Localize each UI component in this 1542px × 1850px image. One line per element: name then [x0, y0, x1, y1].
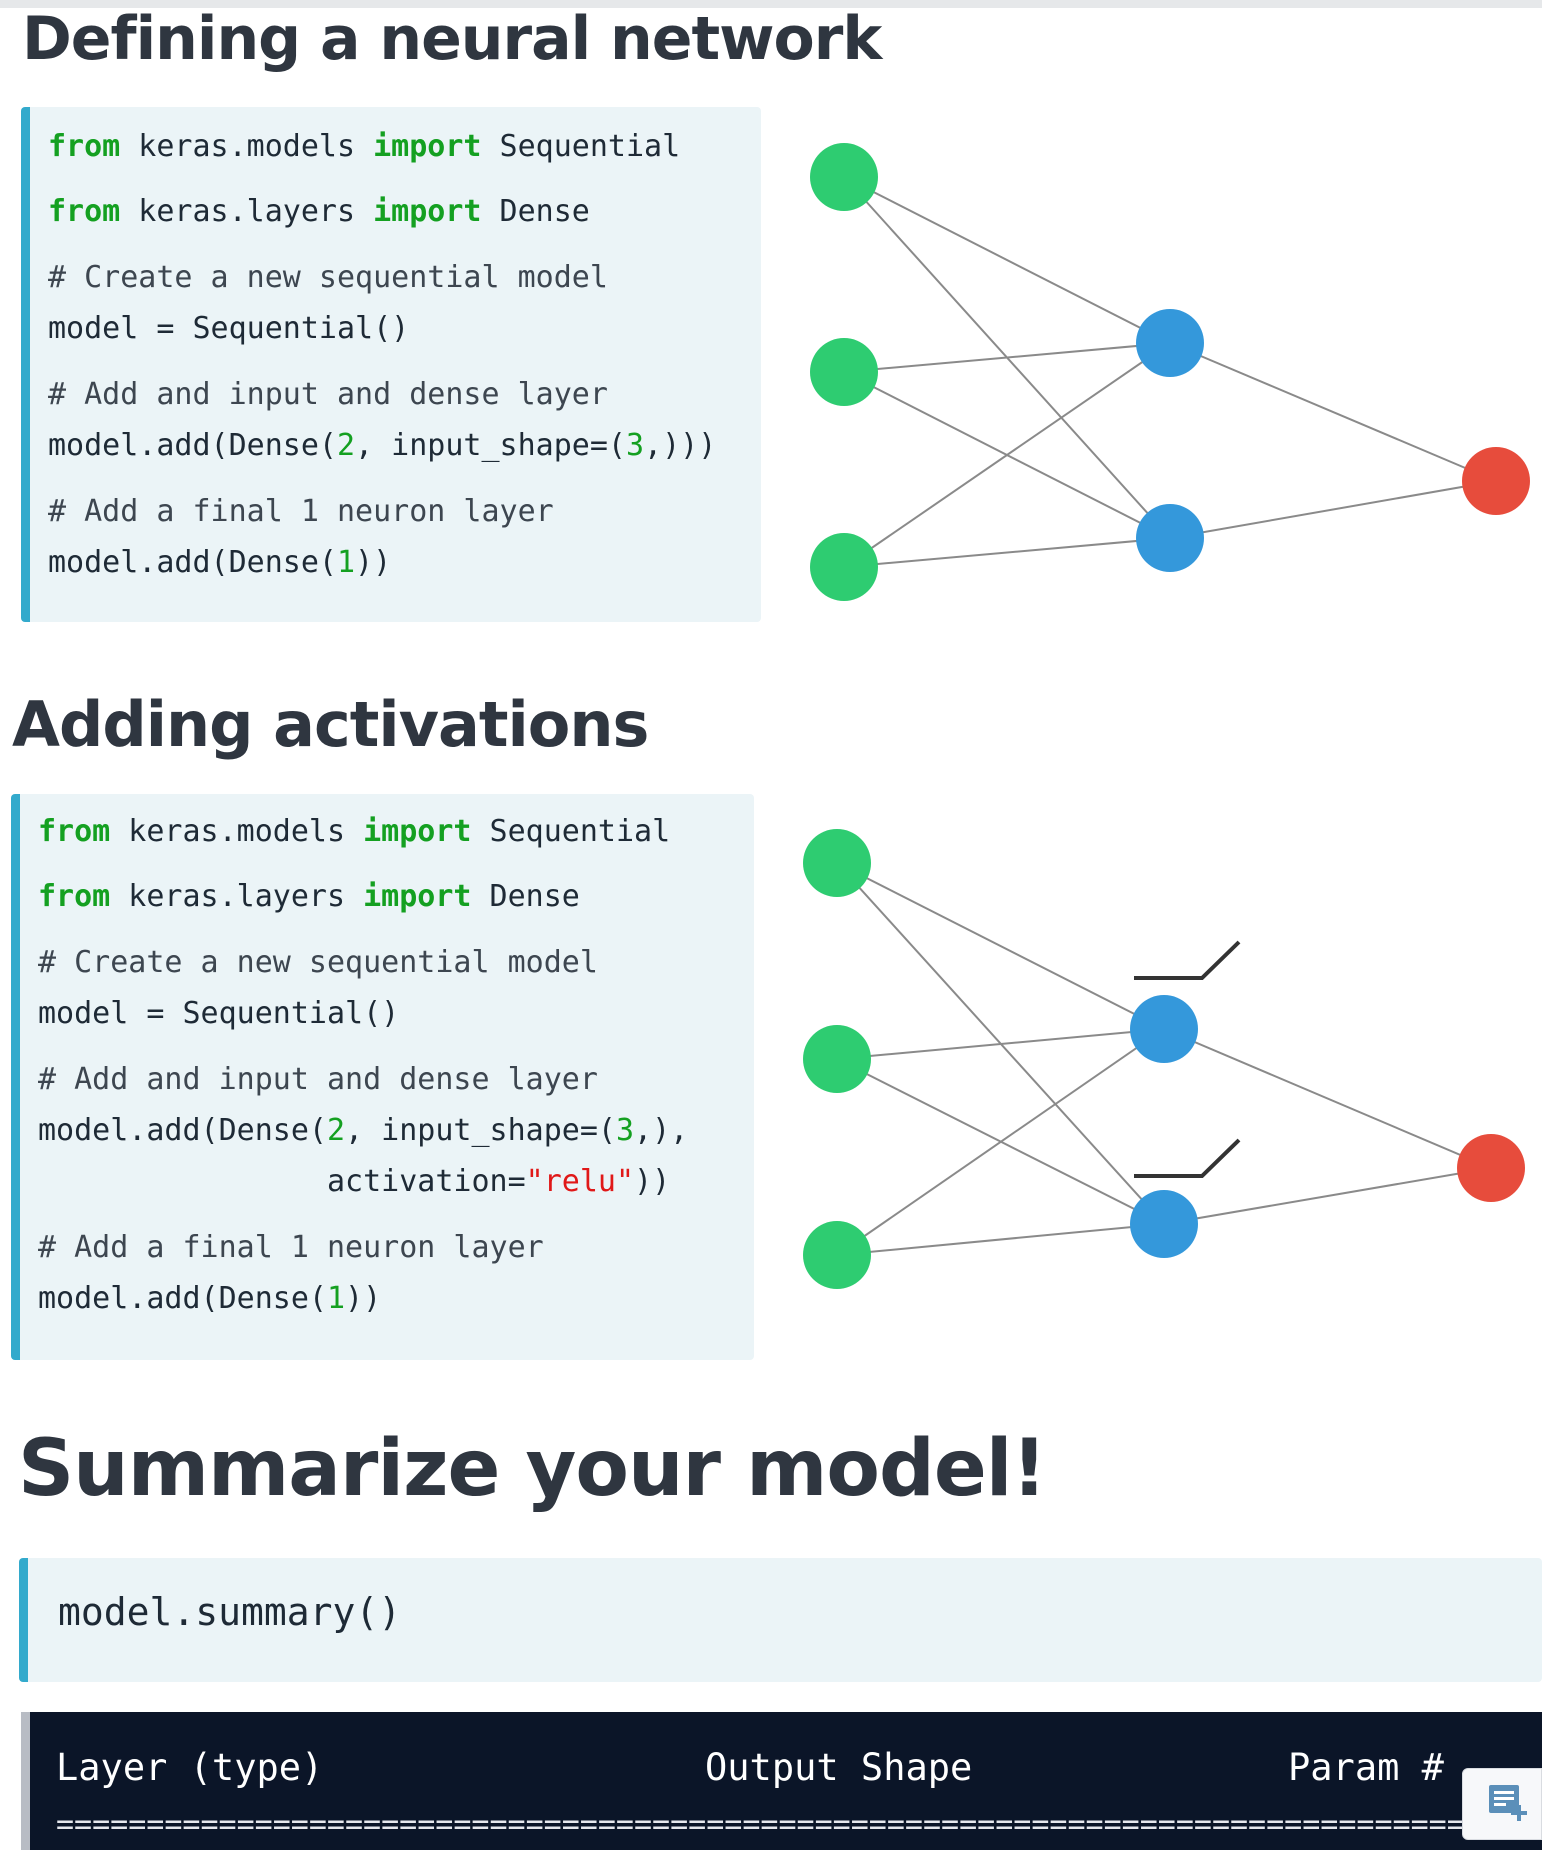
network-edges: [836, 862, 1492, 1256]
code-text: keras.layers: [110, 879, 364, 914]
code-text: activation=: [38, 1164, 526, 1199]
input-neuron: [810, 143, 878, 211]
code-line: from keras.layers import Dense: [38, 879, 580, 915]
code-text: , input_shape=(: [345, 1113, 616, 1148]
code-text: Dense: [471, 879, 580, 914]
edge: [836, 1028, 1165, 1060]
input-neuron: [810, 338, 878, 406]
code-number: 1: [326, 1281, 346, 1316]
edge: [843, 342, 1171, 568]
output-neuron: [1462, 447, 1530, 515]
code-keyword: import: [373, 194, 482, 229]
code-line: from keras.models import Sequential: [48, 129, 680, 165]
input-neuron: [803, 1221, 871, 1289]
code-line: activation="relu")): [38, 1164, 670, 1200]
code-text: keras.models: [120, 129, 374, 164]
code-number: 1: [336, 545, 356, 580]
code-text: model.add(Dense(: [48, 428, 337, 463]
code-block-activations: from keras.models import Sequential from…: [11, 794, 754, 1360]
code-line: from keras.models import Sequential: [38, 814, 670, 850]
code-number: 2: [336, 428, 356, 463]
edge: [836, 862, 1165, 1030]
code-number: 3: [625, 428, 645, 463]
code-line: model = Sequential(): [48, 311, 410, 346]
code-block-summary: model.summary(): [19, 1558, 1542, 1682]
code-line: model.add(Dense(2, input_shape=(3,))): [48, 428, 716, 464]
neural-network-diagram: [810, 143, 1530, 601]
section-title-adding-activations: Adding activations: [12, 688, 649, 761]
code-line: model.add(Dense(1)): [48, 545, 391, 581]
column-header-layer-type: Layer (type): [56, 1746, 324, 1789]
code-text: model.add(Dense(: [48, 545, 337, 580]
hidden-neuron: [1136, 309, 1204, 377]
code-text: keras.layers: [120, 194, 374, 229]
code-comment: # Add a final 1 neuron layer: [48, 494, 554, 529]
code-block-define-network: from keras.models import Sequential from…: [21, 107, 761, 622]
code-number: 3: [615, 1113, 635, 1148]
edge: [843, 537, 1171, 568]
code-comment: # Add and input and dense layer: [48, 377, 608, 412]
code-comment: # Create a new sequential model: [48, 260, 608, 295]
code-text: Dense: [481, 194, 590, 229]
code-text: , input_shape=(: [355, 428, 626, 463]
input-neuron: [803, 1025, 871, 1093]
hidden-neuron: [1136, 504, 1204, 572]
section-title-summarize-model: Summarize your model!: [18, 1424, 1047, 1514]
code-text: Sequential: [481, 129, 681, 164]
code-keyword: from: [38, 879, 111, 914]
code-text: )): [634, 1164, 671, 1199]
code-text: )): [345, 1281, 382, 1316]
add-note-button[interactable]: [1462, 1768, 1542, 1840]
code-keyword: import: [363, 879, 472, 914]
code-text: model.add(Dense(: [38, 1281, 327, 1316]
code-comment: # Create a new sequential model: [38, 945, 598, 980]
neural-network-relu-diagram: [803, 829, 1525, 1289]
edge: [836, 1028, 1165, 1256]
code-text: )): [355, 545, 392, 580]
code-line: model.add(Dense(1)): [38, 1281, 381, 1317]
edge: [1169, 342, 1497, 482]
section-title-defining-network: Defining a neural network: [22, 4, 882, 74]
input-neuron: [803, 829, 871, 897]
code-keyword: import: [363, 814, 472, 849]
add-note-icon: [1489, 1785, 1527, 1821]
column-header-output-shape: Output Shape: [705, 1746, 973, 1789]
edge: [836, 1223, 1165, 1256]
output-neuron: [1457, 1134, 1525, 1202]
edge: [1169, 480, 1497, 539]
code-keyword: from: [38, 814, 111, 849]
code-comment: # Add and input and dense layer: [38, 1062, 598, 1097]
code-keyword: import: [373, 129, 482, 164]
code-text: ,),: [634, 1113, 689, 1148]
hidden-neuron: [1130, 1190, 1198, 1258]
relu-icon: [1134, 940, 1241, 980]
summary-output-console: Layer (type) Output Shape Param # ======…: [21, 1712, 1542, 1850]
edge: [843, 342, 1171, 373]
column-header-param-count: Param #: [1288, 1746, 1444, 1789]
code-keyword: from: [48, 194, 121, 229]
code-line: model.summary(): [58, 1590, 402, 1634]
output-divider: ========================================…: [56, 1812, 1516, 1838]
hidden-neuron: [1130, 995, 1198, 1063]
code-line: model = Sequential(): [38, 996, 400, 1031]
code-line: model.add(Dense(2, input_shape=(3,),: [38, 1113, 688, 1149]
input-neuron: [810, 533, 878, 601]
code-text: Sequential: [471, 814, 671, 849]
code-text: model.add(Dense(: [38, 1113, 327, 1148]
code-text: ,))): [644, 428, 717, 463]
code-string: "relu": [525, 1164, 635, 1199]
network-edges: [843, 176, 1497, 568]
code-comment: # Add a final 1 neuron layer: [38, 1230, 544, 1265]
code-line: from keras.layers import Dense: [48, 194, 590, 230]
code-text: keras.models: [110, 814, 364, 849]
edge: [843, 176, 1171, 344]
edge: [1163, 1167, 1492, 1225]
top-border: [0, 0, 1542, 8]
relu-icon: [1134, 1138, 1241, 1178]
code-keyword: from: [48, 129, 121, 164]
code-number: 2: [326, 1113, 346, 1148]
edge: [1163, 1028, 1492, 1169]
